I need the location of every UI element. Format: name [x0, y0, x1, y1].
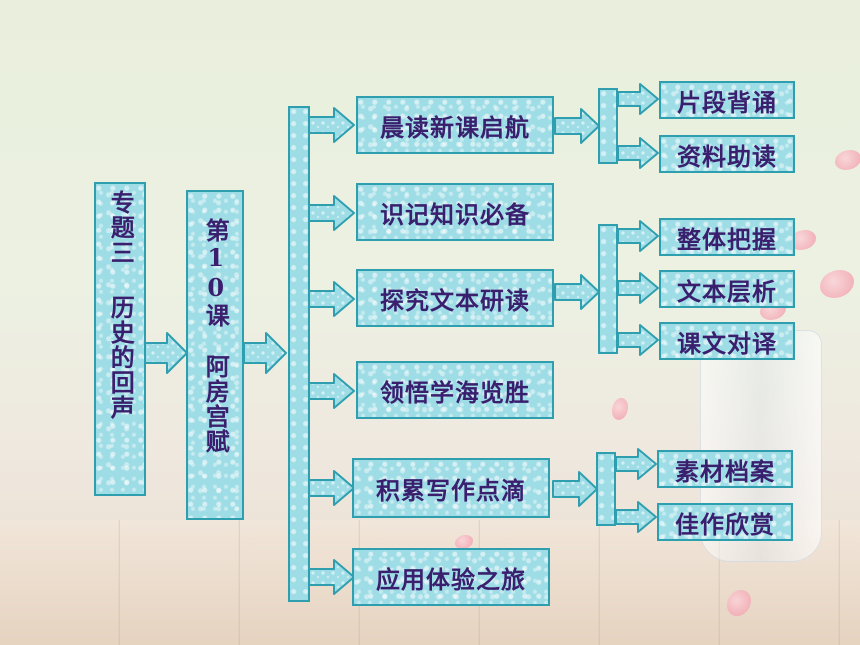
section-box-s6[interactable]: 应用体验之旅 [352, 548, 550, 606]
arrow-lesson-to-bar [243, 332, 287, 374]
arrow-to-section-3 [307, 281, 355, 317]
child-label: 整体把握 [677, 224, 777, 254]
lesson-box: 第10课 阿房宫赋 [186, 190, 244, 520]
child-label: 文本层析 [677, 276, 777, 306]
child-box[interactable]: 佳作欣赏 [657, 503, 793, 541]
topic-line2: 历史的回声 [106, 295, 136, 420]
arrow-to-child [617, 324, 659, 356]
arrow-topic-to-lesson [144, 332, 188, 374]
child-label: 佳作欣赏 [675, 509, 775, 539]
section-label: 识记知识必备 [380, 199, 530, 229]
arrow-section5-to-subbar [552, 471, 598, 507]
section-label: 探究文本研读 [380, 285, 530, 315]
arrow-to-section-1 [307, 107, 355, 143]
arrow-to-section-5 [307, 470, 355, 506]
child-box[interactable]: 资料助读 [659, 135, 795, 173]
topic-box: 专题三 历史的回声 [94, 182, 146, 496]
child-box[interactable]: 整体把握 [659, 218, 795, 256]
lesson-line2: 阿房宫赋 [201, 354, 231, 454]
section-label: 领悟学海览胜 [380, 377, 530, 407]
blossom-petal [835, 150, 860, 170]
section-box-s5[interactable]: 积累写作点滴 [352, 458, 550, 518]
blossom-petal [612, 398, 628, 420]
child-label: 课文对译 [677, 328, 777, 358]
arrow-to-child [615, 448, 657, 480]
arrow-to-child [617, 137, 659, 169]
topic-line1: 专题三 [106, 190, 136, 265]
section-label: 应用体验之旅 [376, 564, 526, 594]
arrow-to-child [615, 501, 657, 533]
child-label: 片段背诵 [677, 87, 777, 117]
arrow-to-child [617, 83, 659, 115]
blossom-petal [790, 230, 816, 250]
arrow-to-child [617, 220, 659, 252]
arrow-to-section-4 [307, 373, 355, 409]
child-box[interactable]: 素材档案 [657, 450, 793, 488]
child-label: 资料助读 [677, 141, 777, 171]
lesson-line1: 第10课 [201, 218, 231, 328]
sub-connector-bar [598, 224, 618, 354]
main-connector-bar [288, 106, 310, 602]
arrow-to-child [617, 272, 659, 304]
section-box-s3[interactable]: 探究文本研读 [356, 269, 554, 327]
child-box[interactable]: 文本层析 [659, 270, 795, 308]
sub-connector-bar [598, 88, 618, 164]
blossom-petal [455, 535, 473, 549]
child-box[interactable]: 片段背诵 [659, 81, 795, 119]
section-box-s1[interactable]: 晨读新课启航 [356, 96, 554, 154]
section-label: 积累写作点滴 [376, 475, 526, 505]
section-box-s2[interactable]: 识记知识必备 [356, 183, 554, 241]
arrow-section3-to-subbar [554, 274, 600, 310]
arrow-to-section-2 [307, 195, 355, 231]
child-box[interactable]: 课文对译 [659, 322, 795, 360]
arrow-to-section-6 [307, 559, 355, 595]
arrow-section1-to-subbar [554, 108, 600, 144]
sub-connector-bar [596, 452, 616, 526]
child-label: 素材档案 [675, 456, 775, 486]
section-box-s4[interactable]: 领悟学海览胜 [356, 361, 554, 419]
section-label: 晨读新课启航 [380, 112, 530, 142]
